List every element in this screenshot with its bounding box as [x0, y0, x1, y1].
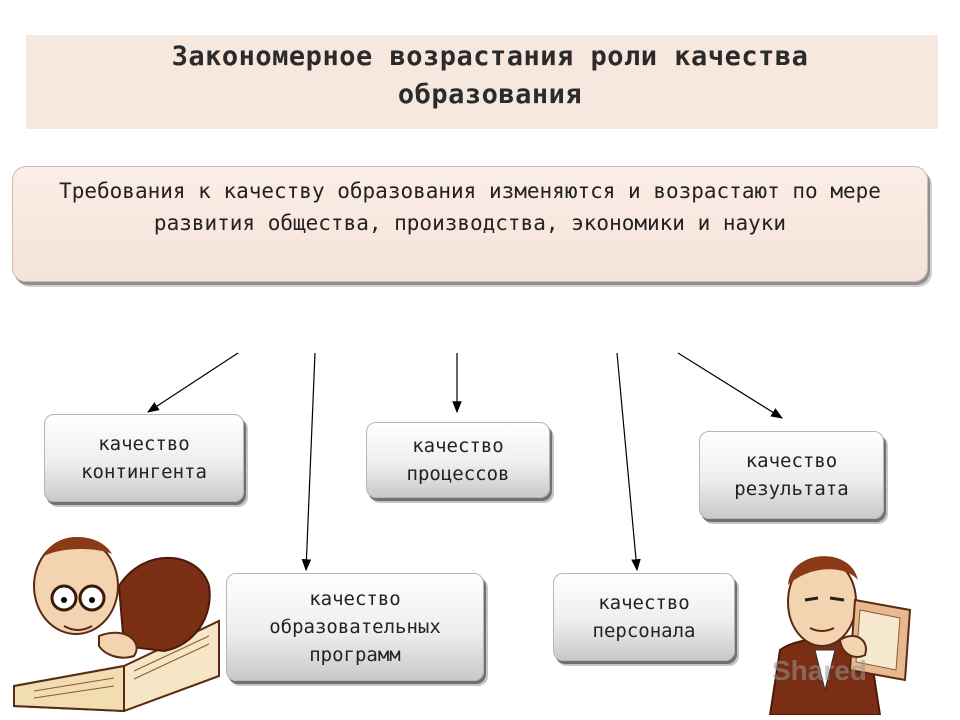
watermark: Shared	[772, 655, 867, 686]
page-title: Закономерное возрастания роли качества о…	[171, 41, 809, 110]
thinking-man-clipart	[768, 556, 912, 715]
title-band	[26, 35, 938, 129]
reading-man-clipart	[13, 536, 220, 713]
box-programs: качество образовательных программ	[226, 573, 484, 681]
box-processes: качество процессов	[366, 422, 550, 498]
arrow-to-programs	[301, 352, 316, 572]
box-personnel: качество персонала	[553, 573, 735, 661]
arrow-to-results	[677, 352, 784, 419]
box-results: качество результата	[699, 431, 884, 519]
arrow-to-personnel	[616, 352, 641, 572]
box-contingent: качество контингента	[44, 414, 244, 502]
requirement-text: Требования к качеству образования изменя…	[59, 179, 881, 235]
requirement-box	[12, 166, 928, 282]
arrow-to-contingent	[146, 352, 239, 413]
